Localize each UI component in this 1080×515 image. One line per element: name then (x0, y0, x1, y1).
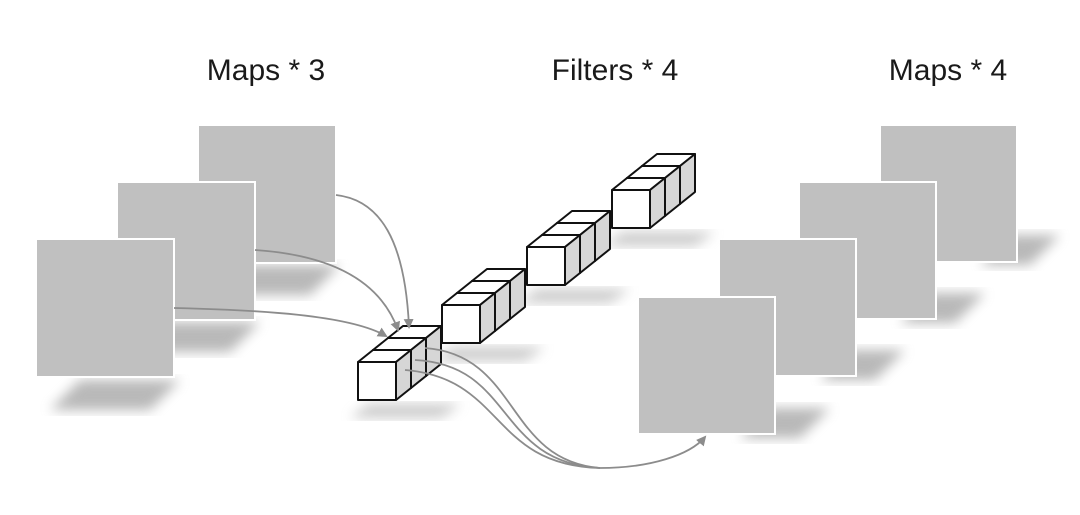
filter-cube-stack (604, 153, 715, 246)
filter-cube-stack (434, 268, 545, 361)
output-arrow-strand (414, 359, 601, 469)
output-arrow (599, 435, 707, 469)
output-flow-arrows (404, 347, 707, 469)
input-flow-arrows (173, 194, 414, 338)
output-arrow-strand (404, 369, 601, 469)
output-maps-label: Maps * 4 (889, 54, 1007, 87)
input-map (35, 238, 180, 410)
filter-cube-stack (350, 325, 461, 418)
filter-cube (526, 234, 581, 286)
filter-cube-stack (519, 210, 630, 303)
filter-cube (441, 292, 496, 344)
input-maps-label: Maps * 3 (207, 54, 325, 87)
input-maps-stack (35, 124, 340, 410)
input-arrow (254, 249, 400, 332)
input-arrow (335, 194, 414, 329)
output-map (637, 296, 830, 438)
input-arrow (173, 307, 388, 338)
output-maps-stack (637, 124, 1060, 438)
filters-group (350, 153, 715, 418)
output-arrow-strand (424, 347, 601, 469)
filter-cube (357, 349, 412, 401)
filter-cube (611, 177, 666, 229)
filters-label: Filters * 4 (552, 54, 679, 87)
